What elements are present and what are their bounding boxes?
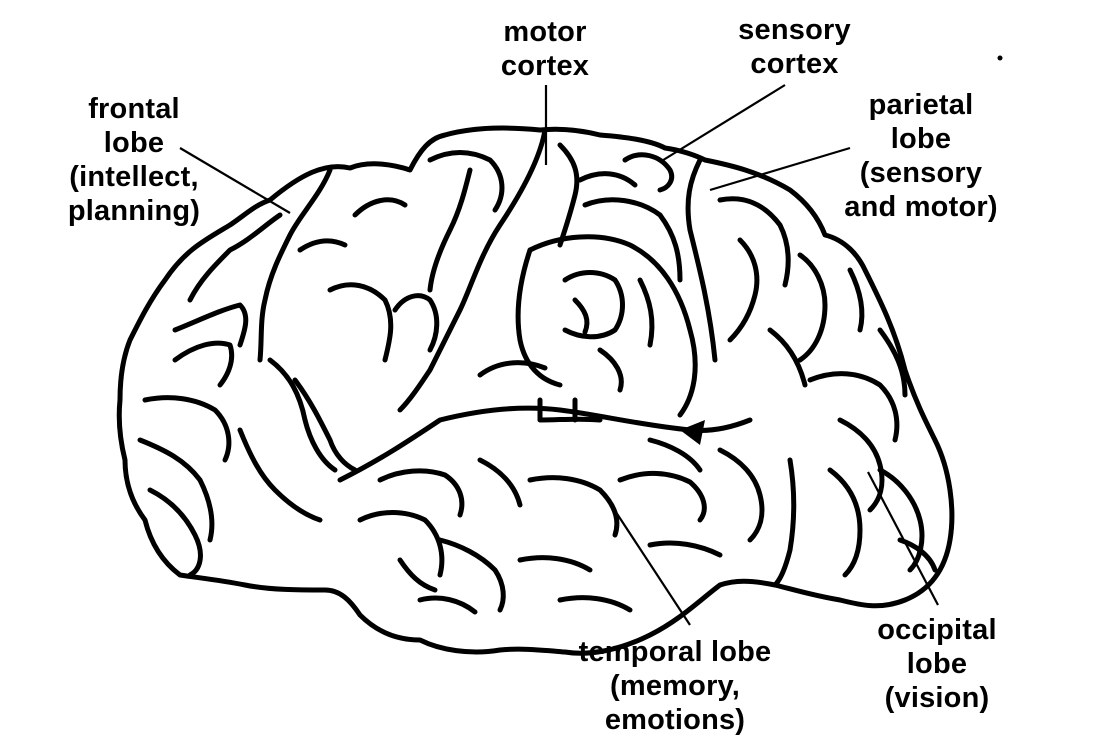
leader-occipital (867, 471, 939, 606)
label-temporal-lobe: temporal lobe (memory, emotions) (578, 636, 772, 736)
label-sensory-cortex: sensory cortex (738, 14, 851, 80)
label-frontal-lobe: frontal lobe (intellect, planning) (67, 93, 201, 227)
parieto-occipital-sulcus (685, 157, 718, 363)
label-occipital-lobe: occipital lobe (vision) (877, 614, 997, 714)
stray-dot (997, 55, 1003, 61)
leader-temporal (607, 499, 691, 626)
leader-sensory (659, 84, 786, 163)
brain-silhouette (116, 125, 955, 656)
pointer-mark (680, 420, 705, 445)
label-parietal-lobe: parietal lobe (sensory and motor) (844, 89, 998, 223)
leader-parietal (709, 146, 851, 192)
label-motor-cortex: motor cortex (500, 16, 590, 82)
brain-outline (116, 125, 955, 656)
leader-frontal (179, 147, 291, 214)
central-sulcus (397, 127, 548, 413)
